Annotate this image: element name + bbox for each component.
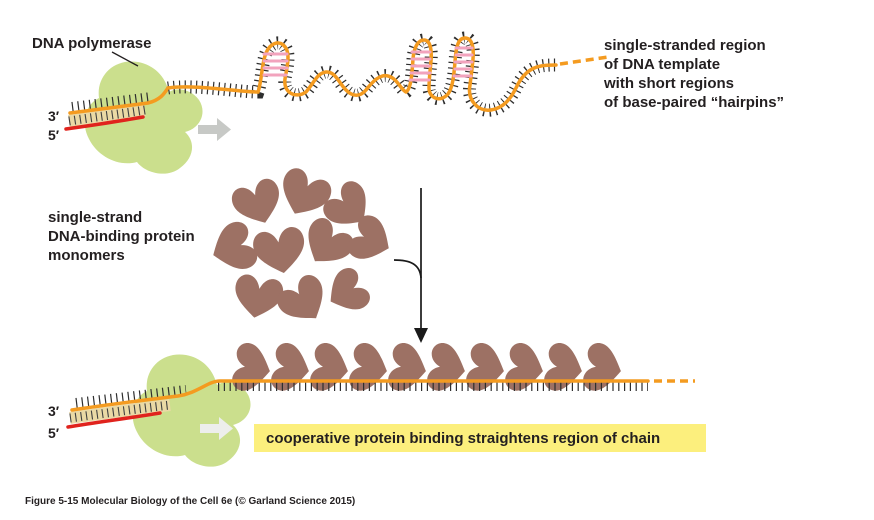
ssb-monomer [205,218,261,278]
primer-strand-top [64,115,145,131]
template-base-ticks-bottom [75,385,187,408]
hairpin-base-pairs [262,46,474,82]
template-strand-duplex-top [68,86,170,115]
ssb-monomer-cluster [205,164,399,332]
ss-region-label-line4: of base-paired “hairpins” [604,94,784,111]
five-prime-label-bottom: 5′ [48,425,60,441]
ssb-monomer [272,270,336,332]
five-prime-label-top: 5′ [48,127,60,143]
highlight-text: cooperative protein binding straightens … [266,430,660,447]
primer-strand-bottom [66,411,162,429]
ssb-monomer [319,264,374,321]
three-prime-label-bottom: 3′ [48,403,60,419]
straightened-template-strand [70,379,650,412]
bound-ssb-monomer [503,341,548,395]
ssb-label-line2: DNA-binding protein [48,228,195,245]
dna-polymerase-label: DNA polymerase [32,35,152,52]
ss-region-label-line2: of DNA template [604,56,720,73]
bound-ssb-monomer [230,341,275,395]
highlight-box [254,424,706,452]
step-arrow-top [198,118,231,141]
base-paired-region-bottom [69,399,171,424]
merge-connector [393,259,422,279]
bound-ssb-monomer [308,341,353,395]
ssdna-wavy-strand [166,36,558,112]
figure-caption: Figure 5-15 Molecular Biology of the Cel… [25,496,355,507]
bound-ssb-monomer [464,341,509,395]
ssdna-base-ticks [168,38,556,110]
ssb-monomer [230,272,286,322]
ss-region-label-line3: with short regions [603,75,734,92]
ss-region-label-line1: single-stranded region [604,37,766,54]
ssb-monomer [251,225,310,278]
ssb-label-line1: single-strand [48,209,142,226]
ssb-label-line3: monomers [48,247,125,264]
three-prime-label-top: 3′ [48,108,60,124]
base-pair-rungs-top [68,105,146,126]
ssdna-dashed-tail-top [559,55,609,66]
label-pointer-line [111,51,139,67]
reaction-arrow-head [414,328,428,343]
bound-ssb-monomer [269,341,314,395]
